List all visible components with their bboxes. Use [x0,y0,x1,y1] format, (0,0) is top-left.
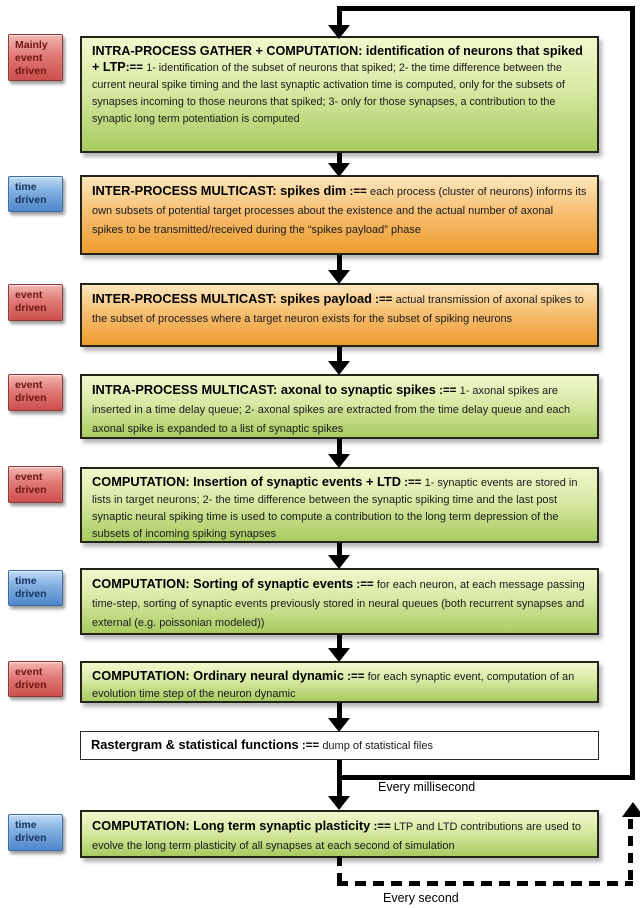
label-mainly-event-driven: Mainly event driven [8,34,63,81]
box-separator: :== [125,62,147,74]
box-body: 1- identification of the subset of neuro… [92,62,565,125]
box-body: for each synaptic event, computation of … [92,671,575,700]
arrowhead-down-icon [328,454,350,468]
box-separator: :== [370,821,394,833]
box-title: INTRA-PROCESS MULTICAST: axonal to synap… [92,382,436,397]
box-title: INTRA-PROCESS GATHER + COMPUTATION: iden… [92,44,583,74]
box-body: 1- synaptic events are stored in lists i… [92,477,578,540]
flow-box-neural-dynamic: COMPUTATION: Ordinary neural dynamic :==… [80,661,599,703]
label-event-driven-3: event driven [8,466,63,503]
arrow-down-icon [337,543,342,556]
arrowhead-down-icon [328,555,350,569]
arrowhead-up-icon [622,802,640,817]
label-time-driven-3: time driven [8,814,63,851]
label-event-driven-1: event driven [8,284,63,321]
loop-right-line [630,6,635,780]
loop-top-line [337,6,635,11]
arrowhead-down-icon [328,270,350,284]
box-body: actual transmission of axonal spikes to … [92,294,584,325]
box-separator: :== [371,294,396,306]
arrow-down-icon [337,255,342,271]
flow-box-rastergram: Rastergram & statistical functions :== d… [80,731,599,760]
flow-box-spikes-payload: INTER-PROCESS MULTICAST: spikes payload … [80,283,599,347]
flow-box-axonal-to-synaptic: INTRA-PROCESS MULTICAST: axonal to synap… [80,374,599,439]
flow-box-insertion-ltd: COMPUTATION: Insertion of synaptic event… [80,467,599,543]
arrowhead-down-icon [328,25,350,39]
arrowhead-down-icon [328,718,350,732]
flow-box-gather-ltp: INTRA-PROCESS GATHER + COMPUTATION: iden… [80,36,599,153]
millisecond-loop-line [339,775,635,780]
arrow-down-icon [337,777,342,797]
flow-box-long-term-plasticity: COMPUTATION: Long term synaptic plastici… [80,810,599,858]
every-second-label: Every second [383,891,459,905]
box-body: for each neuron, at each message passing… [92,579,585,629]
arrowhead-down-icon [328,361,350,375]
box-separator: :== [400,477,425,489]
second-loop-dashed-line [628,819,633,885]
arrow-down-icon [337,6,342,26]
box-body: dump of statistical files [322,740,433,752]
arrow-down-icon [337,347,342,362]
flow-box-spikes-dim: INTER-PROCESS MULTICAST: spikes dim :== … [80,175,599,255]
box-title: INTER-PROCESS MULTICAST: spikes dim [92,183,347,198]
arrow-down-icon [337,635,342,649]
box-body: LTP and LTD contributions are used to ev… [92,821,582,852]
box-title: COMPUTATION: Insertion of synaptic event… [92,474,401,489]
label-event-driven-4: event driven [8,661,63,697]
label-time-driven-2: time driven [8,570,63,606]
label-event-driven-2: event driven [8,374,63,411]
flow-box-sorting-events: COMPUTATION: Sorting of synaptic events … [80,568,599,635]
arrowhead-down-icon [328,796,350,810]
arrow-down-icon [337,703,342,719]
box-title: COMPUTATION: Sorting of synaptic events [92,576,354,591]
box-separator: :== [346,186,370,198]
second-loop-dashed-line [337,881,633,886]
box-separator: :== [353,579,377,591]
box-title: Rastergram & statistical functions [91,737,299,752]
arrow-down-icon [337,439,342,455]
label-time-driven-1: time driven [8,176,63,212]
arrow-down-icon [337,153,342,164]
every-millisecond-label: Every millisecond [378,780,476,794]
box-title: COMPUTATION: Ordinary neural dynamic [92,668,344,683]
box-body: 1- axonal spikes are inserted in a time … [92,385,571,435]
box-separator: :== [435,385,460,397]
second-loop-dashed-line [337,856,342,883]
arrowhead-down-icon [328,163,350,177]
box-separator: :== [298,740,323,752]
box-title: COMPUTATION: Long term synaptic plastici… [92,818,371,833]
box-separator: :== [343,671,368,683]
box-title: INTER-PROCESS MULTICAST: spikes payload [92,291,372,306]
box-body: each process (cluster of neurons) inform… [92,186,587,236]
connector-line [337,760,342,777]
arrowhead-down-icon [328,648,350,662]
